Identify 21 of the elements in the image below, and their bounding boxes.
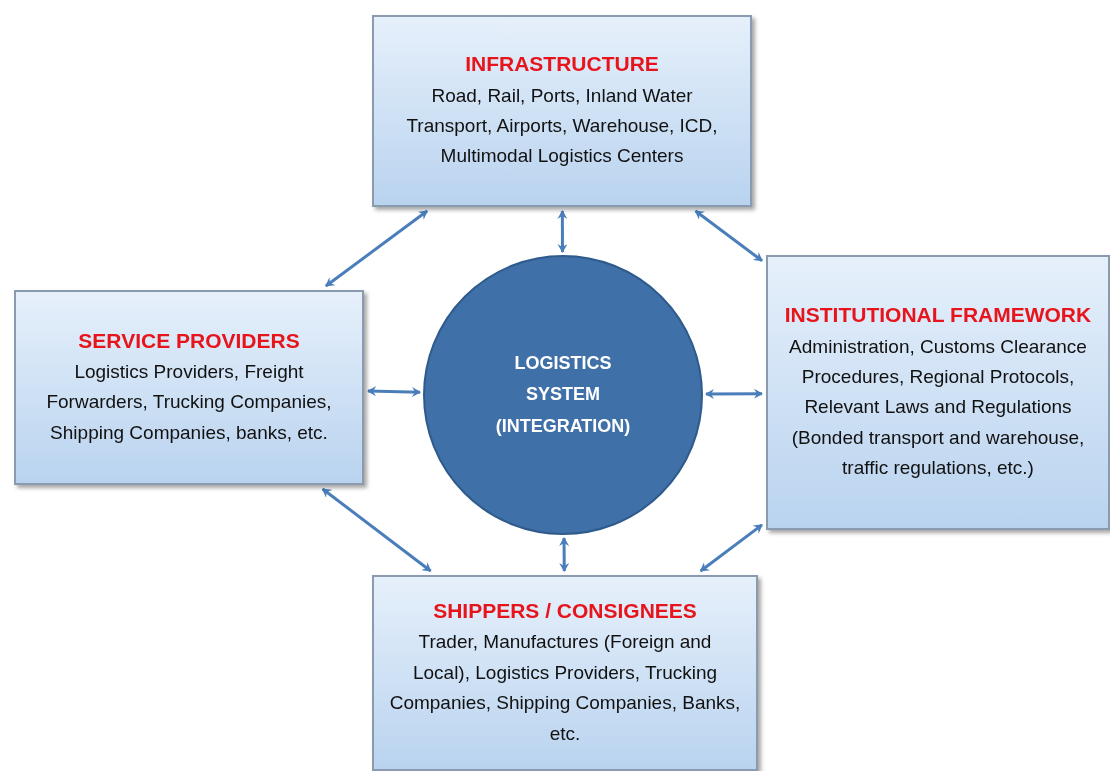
category-box bbox=[766, 255, 1110, 530]
double-arrow bbox=[699, 523, 763, 573]
category-box bbox=[372, 15, 752, 207]
circle-label: LOGISTICS SYSTEM (INTEGRATION) bbox=[494, 351, 632, 438]
box-description: Logistics Providers, Freight Forwarders, Trucking Companies, Shipping Companies, banks, etc. bbox=[45, 360, 333, 445]
box-description: Road, Rail, Ports, Inland Water Transport, Airports, Warehouse, ICD, Multimodal Logistics Centers bbox=[405, 83, 719, 169]
category-box bbox=[372, 575, 758, 771]
double-arrow bbox=[367, 386, 422, 397]
double-arrow bbox=[321, 487, 432, 573]
box-heading: INFRASTRUCTURE bbox=[465, 51, 659, 78]
box-description: Administration, Customs Clearance Procedures, Regional Protocols, Relevant Laws and Regulations (Bonded transport and warehouse, traffic regulations, etc.) bbox=[788, 334, 1088, 481]
double-arrow bbox=[325, 209, 428, 288]
double-arrow bbox=[705, 388, 763, 399]
double-arrow bbox=[557, 210, 568, 253]
double-arrow bbox=[559, 537, 570, 572]
category-box bbox=[14, 290, 364, 485]
box-heading: SERVICE PROVIDERS bbox=[78, 327, 300, 354]
double-arrow bbox=[694, 209, 763, 262]
box-heading: SHIPPERS / CONSIGNEES bbox=[433, 598, 697, 625]
box-heading: INSTITUTIONAL FRAMEWORK bbox=[784, 302, 1092, 329]
box-description: Trader, Manufactures (Foreign and Local), Logistics Providers, Trucking Companies, Shipping Companies, Banks, etc. bbox=[388, 630, 742, 746]
